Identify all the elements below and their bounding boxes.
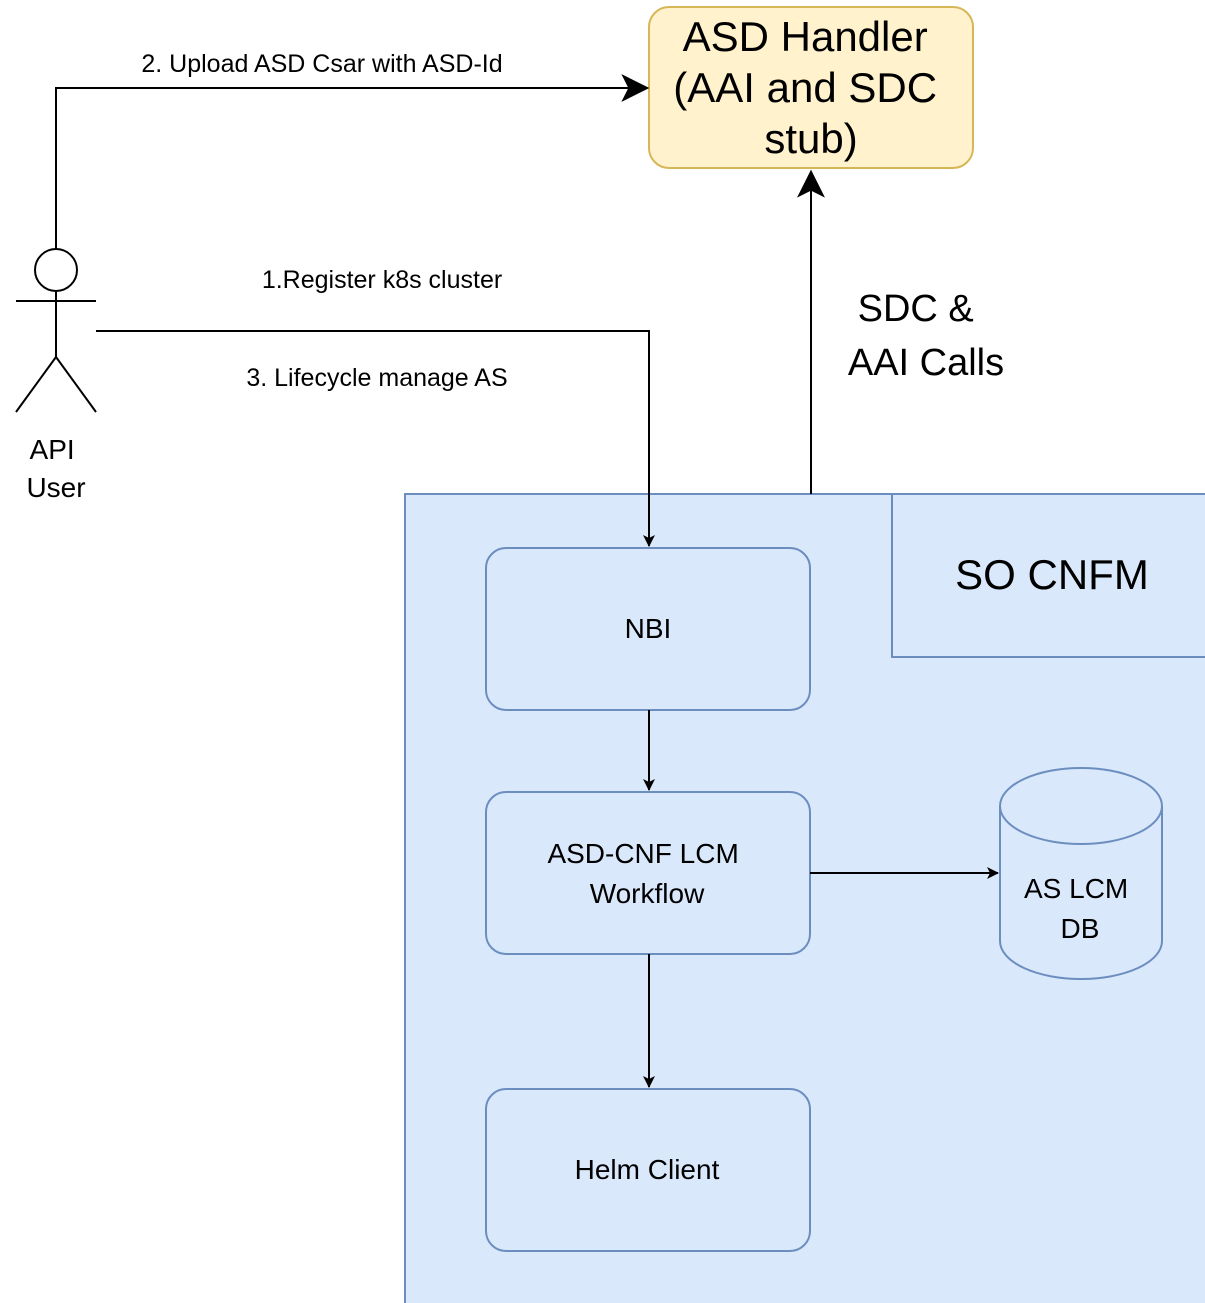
lifecycle-edge-label: 3. Lifecycle manage AS	[246, 364, 507, 392]
workflow-box[interactable]	[485, 791, 811, 955]
so-cnfm-title-box	[891, 493, 1205, 658]
api-user-line-2: User	[26, 472, 85, 503]
db-label: AS LCM DB	[1024, 873, 1136, 944]
workflow-label: ASD-CNF LCM Workflow	[547, 838, 746, 909]
upload-edge	[55, 74, 650, 249]
asd-handler-line-2: (AAI and SDC	[673, 64, 937, 111]
workflow-line-1: ASD-CNF LCM	[547, 838, 738, 869]
sdc-aai-line-2: AAI Calls	[848, 342, 1004, 384]
asd-handler-line-3: stub)	[764, 115, 857, 162]
db-line-2: DB	[1061, 913, 1100, 944]
helm-client-label: Helm Client	[575, 1154, 720, 1185]
register-edge-label: 1.Register k8s cluster	[262, 266, 502, 294]
sdc-aai-line-1: SDC &	[858, 288, 974, 330]
api-user-label: API User	[26, 434, 85, 503]
api-user-actor-icon[interactable]	[15, 248, 97, 413]
sdc-aai-edge-label: SDC & AAI Calls	[848, 288, 1004, 384]
register-lifecycle-edge	[96, 330, 655, 547]
asd-handler-label: ASD Handler (AAI and SDC stub)	[673, 13, 948, 162]
workflow-line-2: Workflow	[590, 878, 705, 909]
so-cnfm-label: SO CNFM	[955, 551, 1149, 598]
db-line-1: AS LCM	[1024, 873, 1128, 904]
upload-edge-label: 2. Upload ASD Csar with ASD-Id	[141, 50, 502, 78]
helm-client-box[interactable]	[485, 1088, 811, 1252]
asd-handler-line-1: ASD Handler	[683, 13, 928, 60]
as-lcm-db-cylinder[interactable]	[999, 767, 1163, 980]
api-user-line-1: API	[30, 434, 75, 465]
nbi-label: NBI	[625, 613, 672, 644]
